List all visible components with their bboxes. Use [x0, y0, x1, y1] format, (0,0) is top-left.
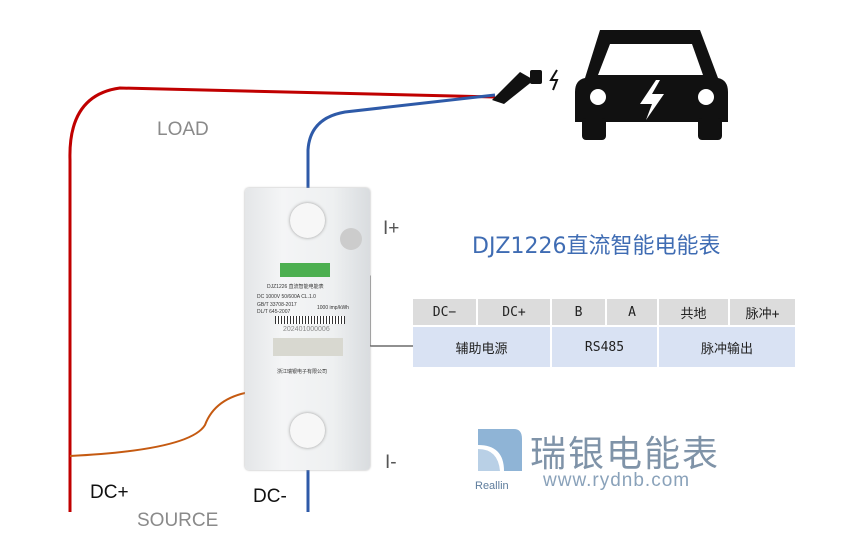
- diagram-title: DJZ1226直流智能电能表: [472, 234, 721, 259]
- meter-constant: 1000 imp/kWh: [317, 305, 349, 311]
- aux-power-cell: 辅助电源: [413, 327, 550, 367]
- brand-url: www.rydnb.com: [543, 470, 691, 491]
- meter-maker: 浙江瑞银电子有限公司: [277, 369, 328, 375]
- charger-plug-icon: [492, 69, 559, 104]
- terminal-table: DC− DC+ B A 共地 脉冲+ 辅助电源 RS485 脉冲输出: [411, 297, 797, 369]
- dc-energy-meter: DJZ1226 直流智能电能表 DC 1000V 50/600A CL.1.0 …: [245, 188, 370, 470]
- pulse-output-cell: 脉冲输出: [659, 327, 795, 367]
- load-label: LOAD: [157, 119, 209, 140]
- header-a: A: [607, 299, 657, 325]
- source-label: SOURCE: [137, 510, 219, 531]
- electric-car-icon: [575, 30, 728, 140]
- orange-aux-wire: [69, 384, 291, 457]
- header-dc-minus: DC−: [413, 299, 476, 325]
- header-pulse-plus: 脉冲+: [730, 299, 795, 325]
- blue-upper-wire: [306, 93, 496, 210]
- header-dc-plus: DC+: [478, 299, 550, 325]
- meter-model: DJZ1226 直流智能电能表: [267, 284, 324, 290]
- brand-name-cn: 瑞银电能表: [530, 434, 721, 475]
- header-b: B: [552, 299, 605, 325]
- meter-rating: DC 1000V 50/600A CL.1.0: [257, 294, 316, 300]
- i-plus-label: I+: [383, 218, 400, 239]
- dc-plus-label: DC+: [90, 482, 129, 503]
- header-gnd: 共地: [659, 299, 728, 325]
- i-minus-label: I-: [385, 452, 397, 473]
- brand-name-en: Reallin: [475, 480, 509, 492]
- meter-serial: 202401000006: [283, 326, 330, 333]
- dc-minus-label: DC-: [253, 486, 287, 507]
- meter-std2: DL/T 645-2007: [257, 309, 291, 315]
- reallin-logo-icon: [478, 429, 522, 471]
- meter-std1: GB/T 33708-2017: [257, 302, 297, 308]
- red-load-wire: [68, 86, 496, 512]
- rs485-cell: RS485: [552, 327, 657, 367]
